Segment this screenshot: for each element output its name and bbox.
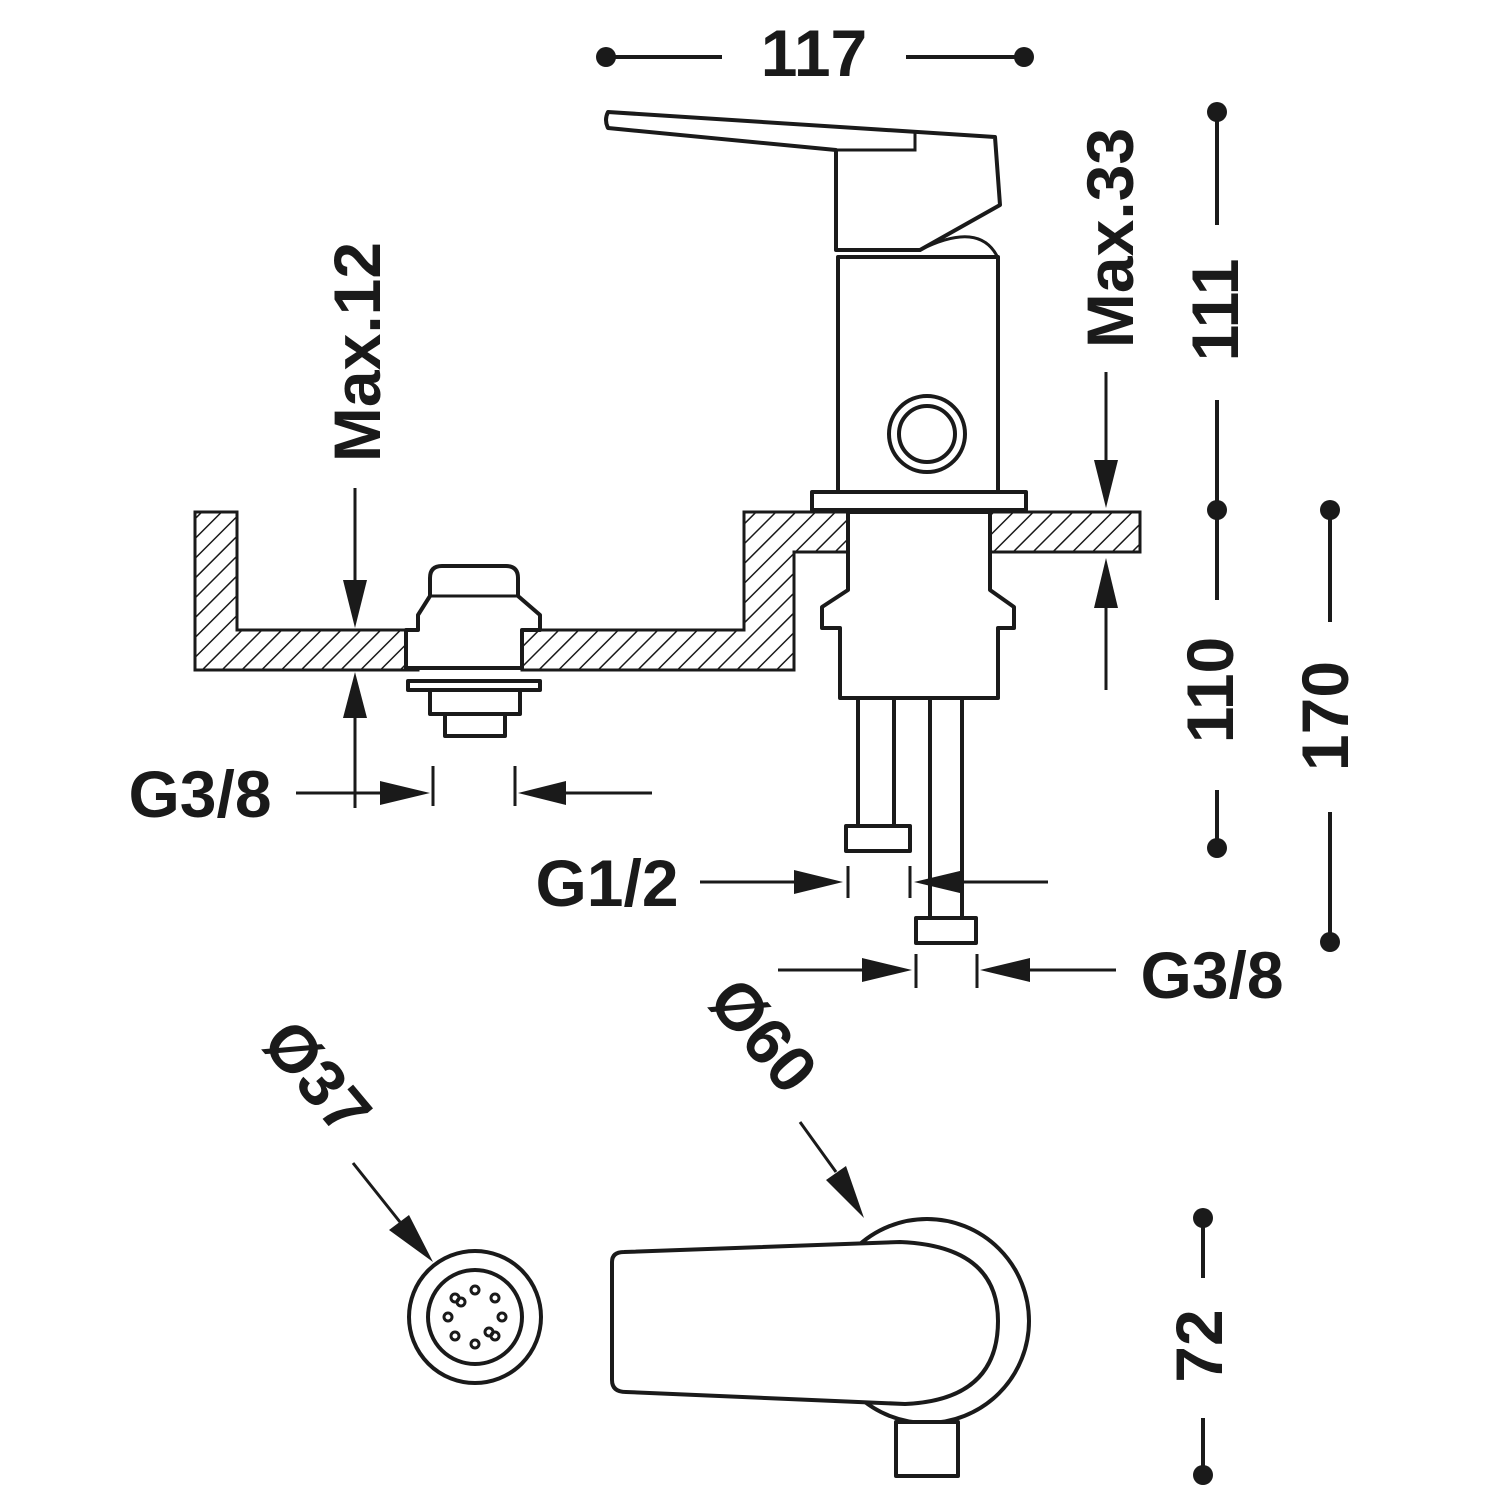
base-diameter-label: Ø60 (695, 964, 832, 1107)
deck-thickness-right-label: Max.33 (1073, 128, 1147, 348)
thread-left-label: G3/8 (128, 757, 271, 831)
deck-thickness-left-dimension: Max.12 (320, 242, 394, 808)
faucet-side-view (604, 110, 1028, 945)
width-label: 117 (761, 16, 867, 90)
thread-inlet-dimension: G1/2 (535, 846, 1048, 920)
width-dimension: 117 (596, 16, 1034, 90)
outlet-fitting-side (404, 564, 542, 738)
deck-section-right (988, 510, 1142, 554)
outlet-holes (442, 1284, 508, 1350)
thread-inlet-label: G1/2 (535, 846, 678, 920)
deck-thickness-right-dimension: Max.33 (1073, 128, 1147, 690)
faucet-top-view: Ø60 (610, 964, 1031, 1478)
height-above-deck-label: 111 (1178, 259, 1252, 362)
top-view-height-dimension: 72 (1162, 1208, 1236, 1485)
outlet-diameter-label: Ø37 (249, 1006, 386, 1149)
top-view-height-label: 72 (1162, 1309, 1236, 1382)
thread-left-dimension: G3/8 (128, 757, 652, 831)
total-length-dimension: 170 (1288, 500, 1362, 952)
thread-right-dimension: G3/8 (778, 938, 1284, 1012)
height-below-deck-label: 110 (1173, 637, 1247, 743)
outlet-top-view: Ø37 (249, 1006, 543, 1385)
height-dimension: 111 110 (1173, 102, 1252, 858)
deck-thickness-left-label: Max.12 (320, 242, 394, 462)
total-length-label: 170 (1288, 661, 1362, 771)
thread-right-label: G3/8 (1140, 938, 1283, 1012)
